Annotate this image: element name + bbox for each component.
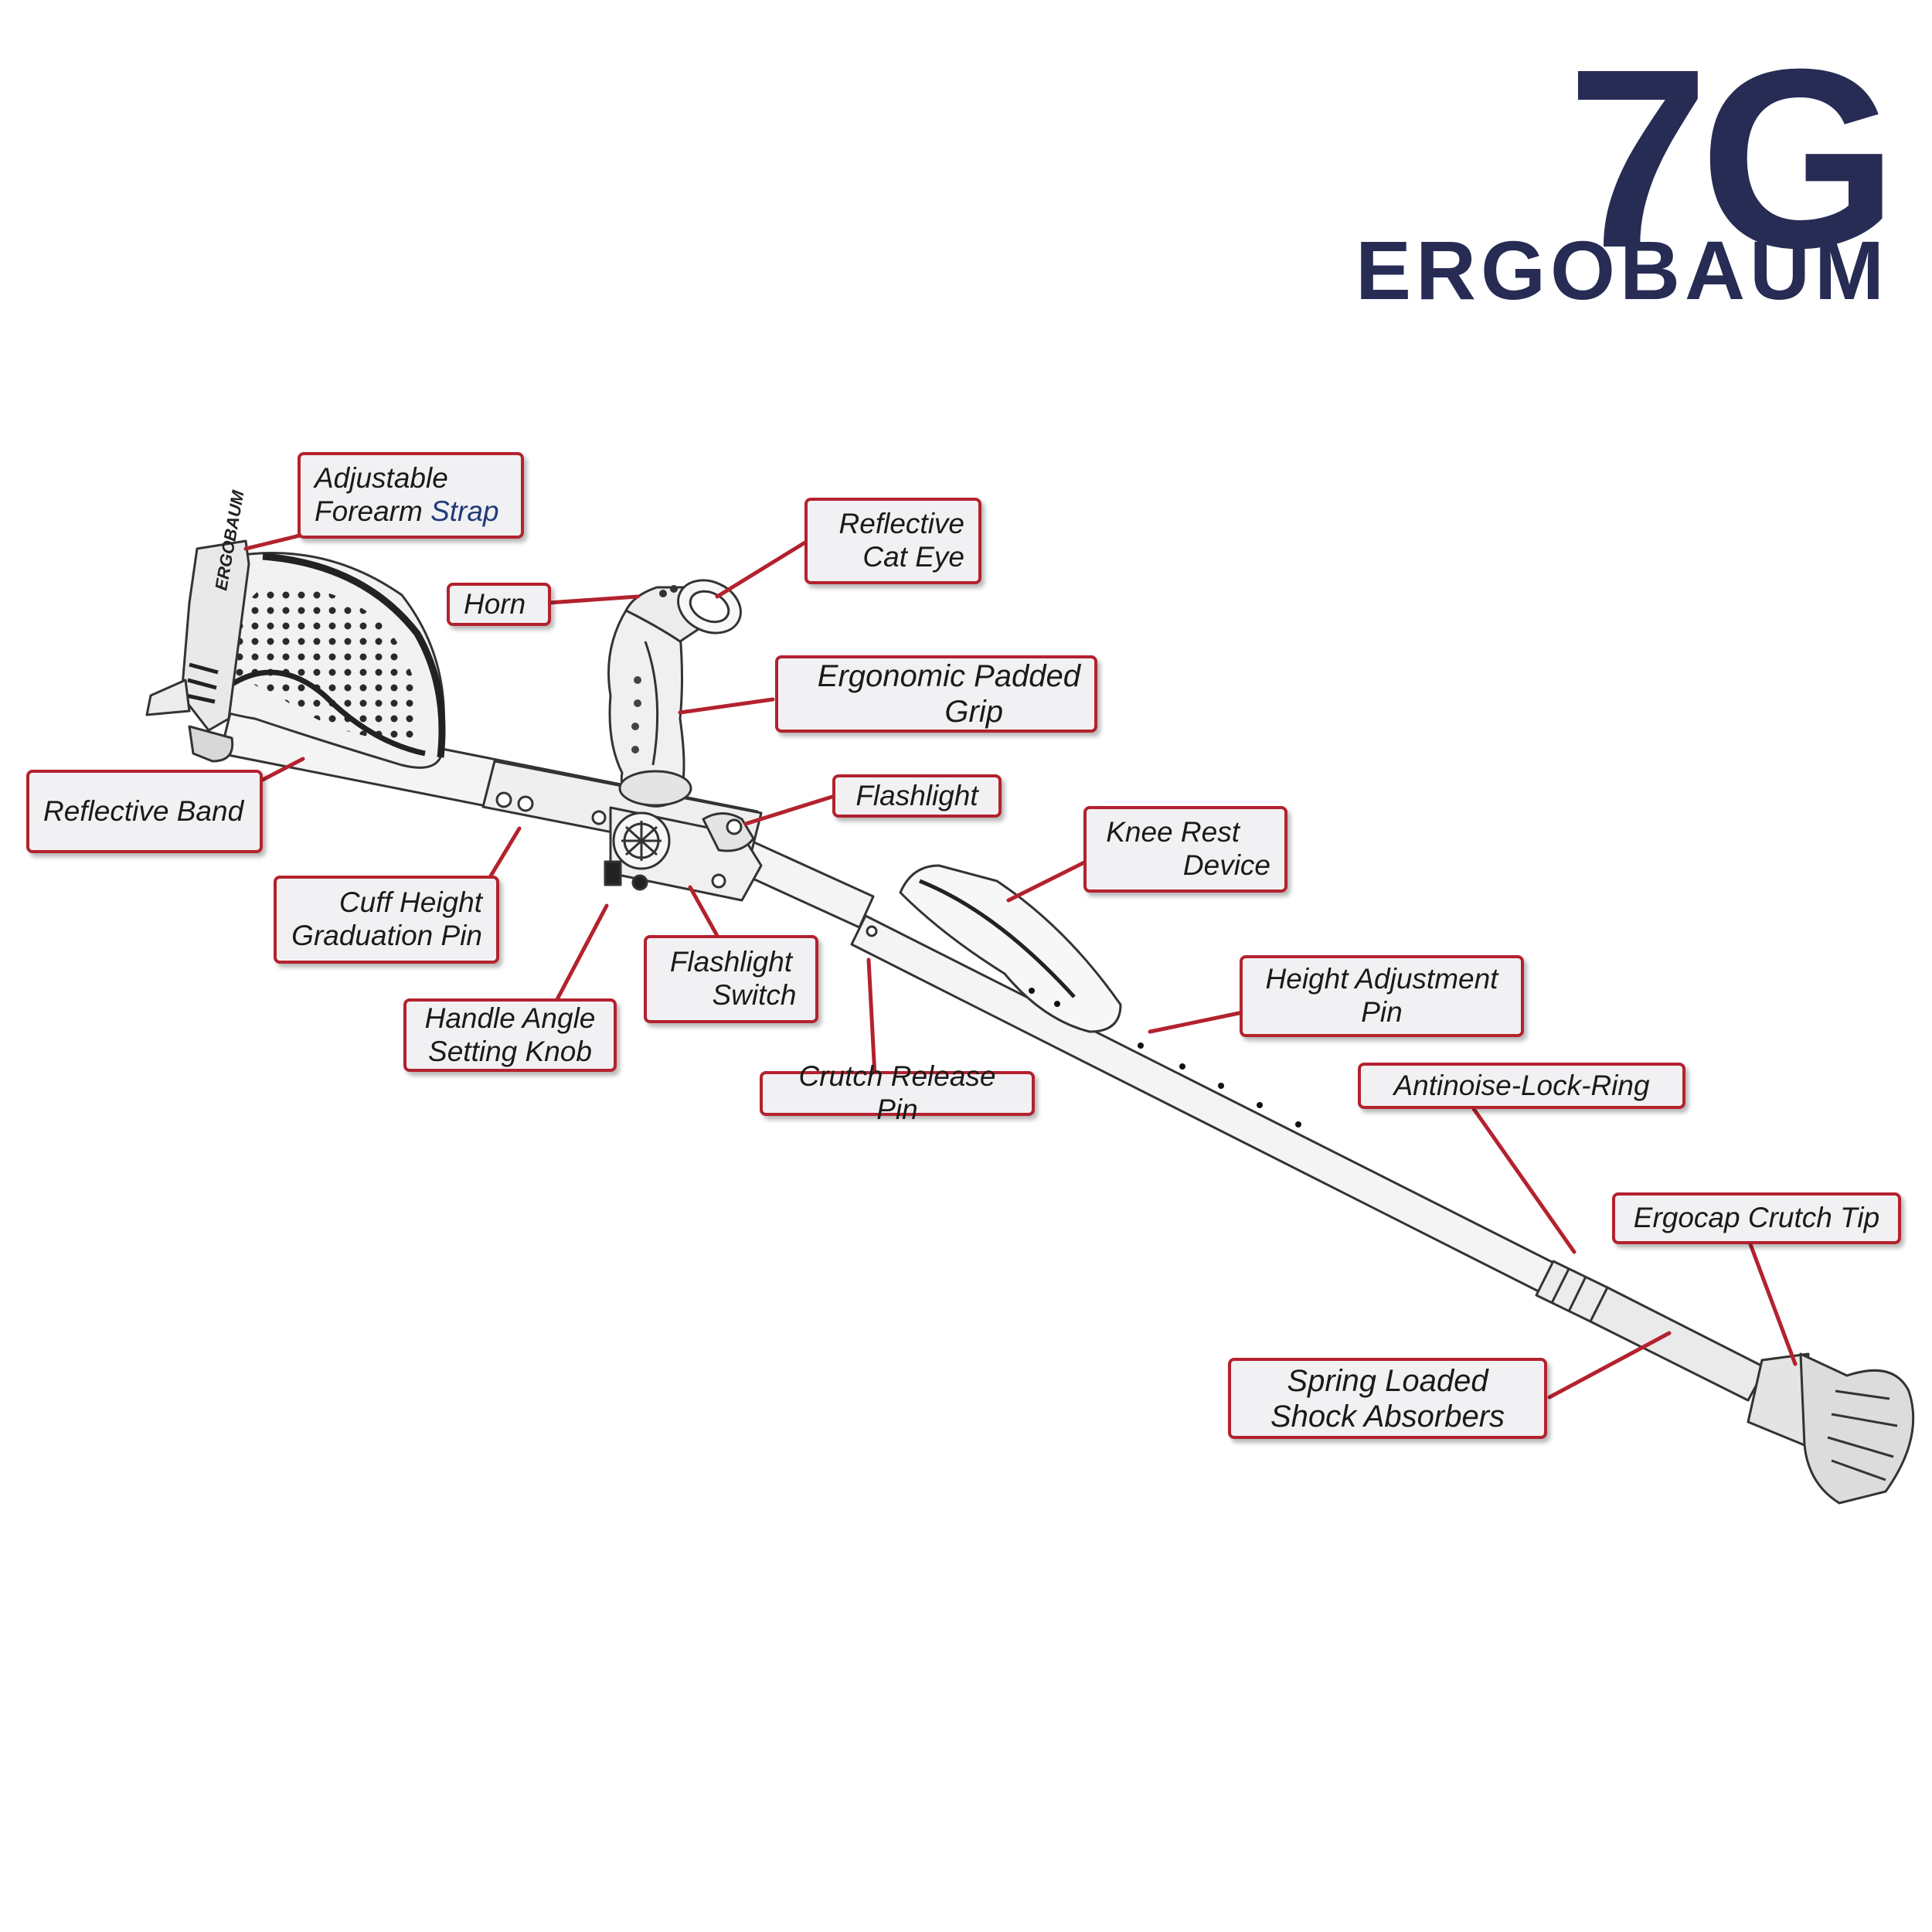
leader-crutch-tip [1748,1242,1798,1366]
callout-adjustable-forearm-strap: Adjustable Forearm Strap [298,452,524,539]
callout-handle-angle-setting-knob: Handle Angle Setting Knob [403,998,617,1072]
callout-height-adjustment-pin: Height Adjustment Pin [1240,955,1524,1037]
leader-knee-rest [1006,859,1088,903]
callout-cuff-height-graduation-pin: Cuff Height Graduation Pin [274,876,499,964]
leader-flashlight-switch [688,885,723,944]
callout-knee-rest-device: Knee Rest Device [1083,806,1287,893]
leader-horn [546,594,640,605]
crutch-tip-foot [1799,1352,1915,1505]
callout-spring-loaded-shock-absorbers: Spring Loaded Shock Absorbers [1228,1358,1547,1439]
leader-handle-knob [554,903,609,1003]
callout-crutch-release-pin: Crutch Release Pin [760,1060,1035,1125]
callout-antinoise-lock-ring: Antinoise-Lock-Ring [1358,1063,1685,1109]
callout-reflective-band: Reflective Band [26,770,263,853]
callout-reflective-cat-eye: Reflective Cat Eye [804,498,981,584]
leader-reflective-band [259,757,305,783]
callout-flashlight-switch: Flashlight Switch [644,935,818,1023]
leader-flashlight [743,794,837,826]
leader-lock-ring [1470,1104,1577,1254]
callout-ergonomic-padded-grip: Ergonomic Padded Grip [775,655,1097,733]
leader-cat-eye [715,539,810,599]
leader-release-pin [866,957,877,1078]
brand-model: 7G [1566,15,1898,301]
brand-name: ERGOBAUM [1355,223,1889,317]
callout-flashlight: Flashlight [832,774,1002,818]
callout-horn: Horn [447,583,551,626]
callout-ergocap-crutch-tip: Ergocap Crutch Tip [1612,1192,1901,1244]
shock-absorber [1589,1286,1767,1402]
leader-height-pin [1148,1010,1245,1034]
leader-shock [1547,1331,1672,1400]
leader-grip [678,697,775,715]
cuff-perforation [224,586,422,742]
